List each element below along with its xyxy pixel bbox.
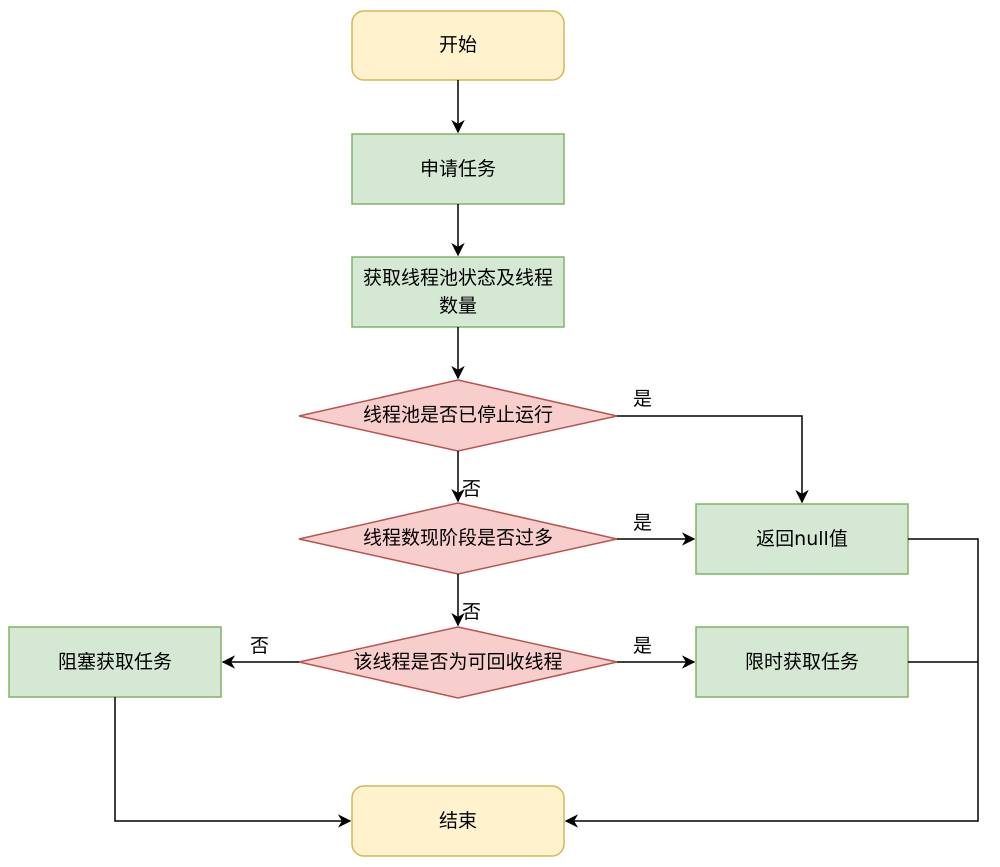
- edge-label-too-many-yes: 是: [633, 512, 653, 534]
- recyclable-decision-label: 该线程是否为可回收线程: [353, 651, 563, 674]
- edge-stopped-yes: [617, 415, 809, 504]
- apply-task-node-shape: [351, 133, 565, 205]
- is-stopped-decision-label: 线程池是否已停止运行: [362, 404, 553, 427]
- end-node-label: 结束: [438, 809, 477, 832]
- edge-label-stopped-no: 否: [462, 478, 482, 500]
- timed-get-node-shape: [695, 626, 909, 698]
- get-state-node-label: 获取线程池状态及线程数量: [362, 266, 553, 318]
- apply-task-node-label: 申请任务: [419, 157, 496, 180]
- return-null-node-label: 返回null值: [756, 527, 848, 550]
- blocking-get-node-label: 阻塞获取任务: [57, 650, 172, 673]
- edge-return-null-to-end: [564, 538, 979, 828]
- edge-blocking-to-end: [114, 697, 352, 828]
- edge-label-too-many-no: 否: [462, 601, 482, 623]
- start-node-label: 开始: [438, 34, 477, 57]
- end-node-shape: [351, 785, 565, 857]
- edge-label-recyclable-yes: 是: [633, 635, 653, 657]
- timed-get-node-label: 限时获取任务: [744, 650, 859, 673]
- edge-label-stopped-yes: 是: [633, 388, 653, 410]
- edge-label-recyclable-no: 否: [250, 635, 270, 657]
- recyclable-decision-shape: [298, 626, 618, 699]
- return-null-node-shape: [695, 503, 909, 575]
- get-state-node-shape: [351, 256, 565, 328]
- too-many-decision-label: 线程数现阶段是否过多: [362, 527, 553, 550]
